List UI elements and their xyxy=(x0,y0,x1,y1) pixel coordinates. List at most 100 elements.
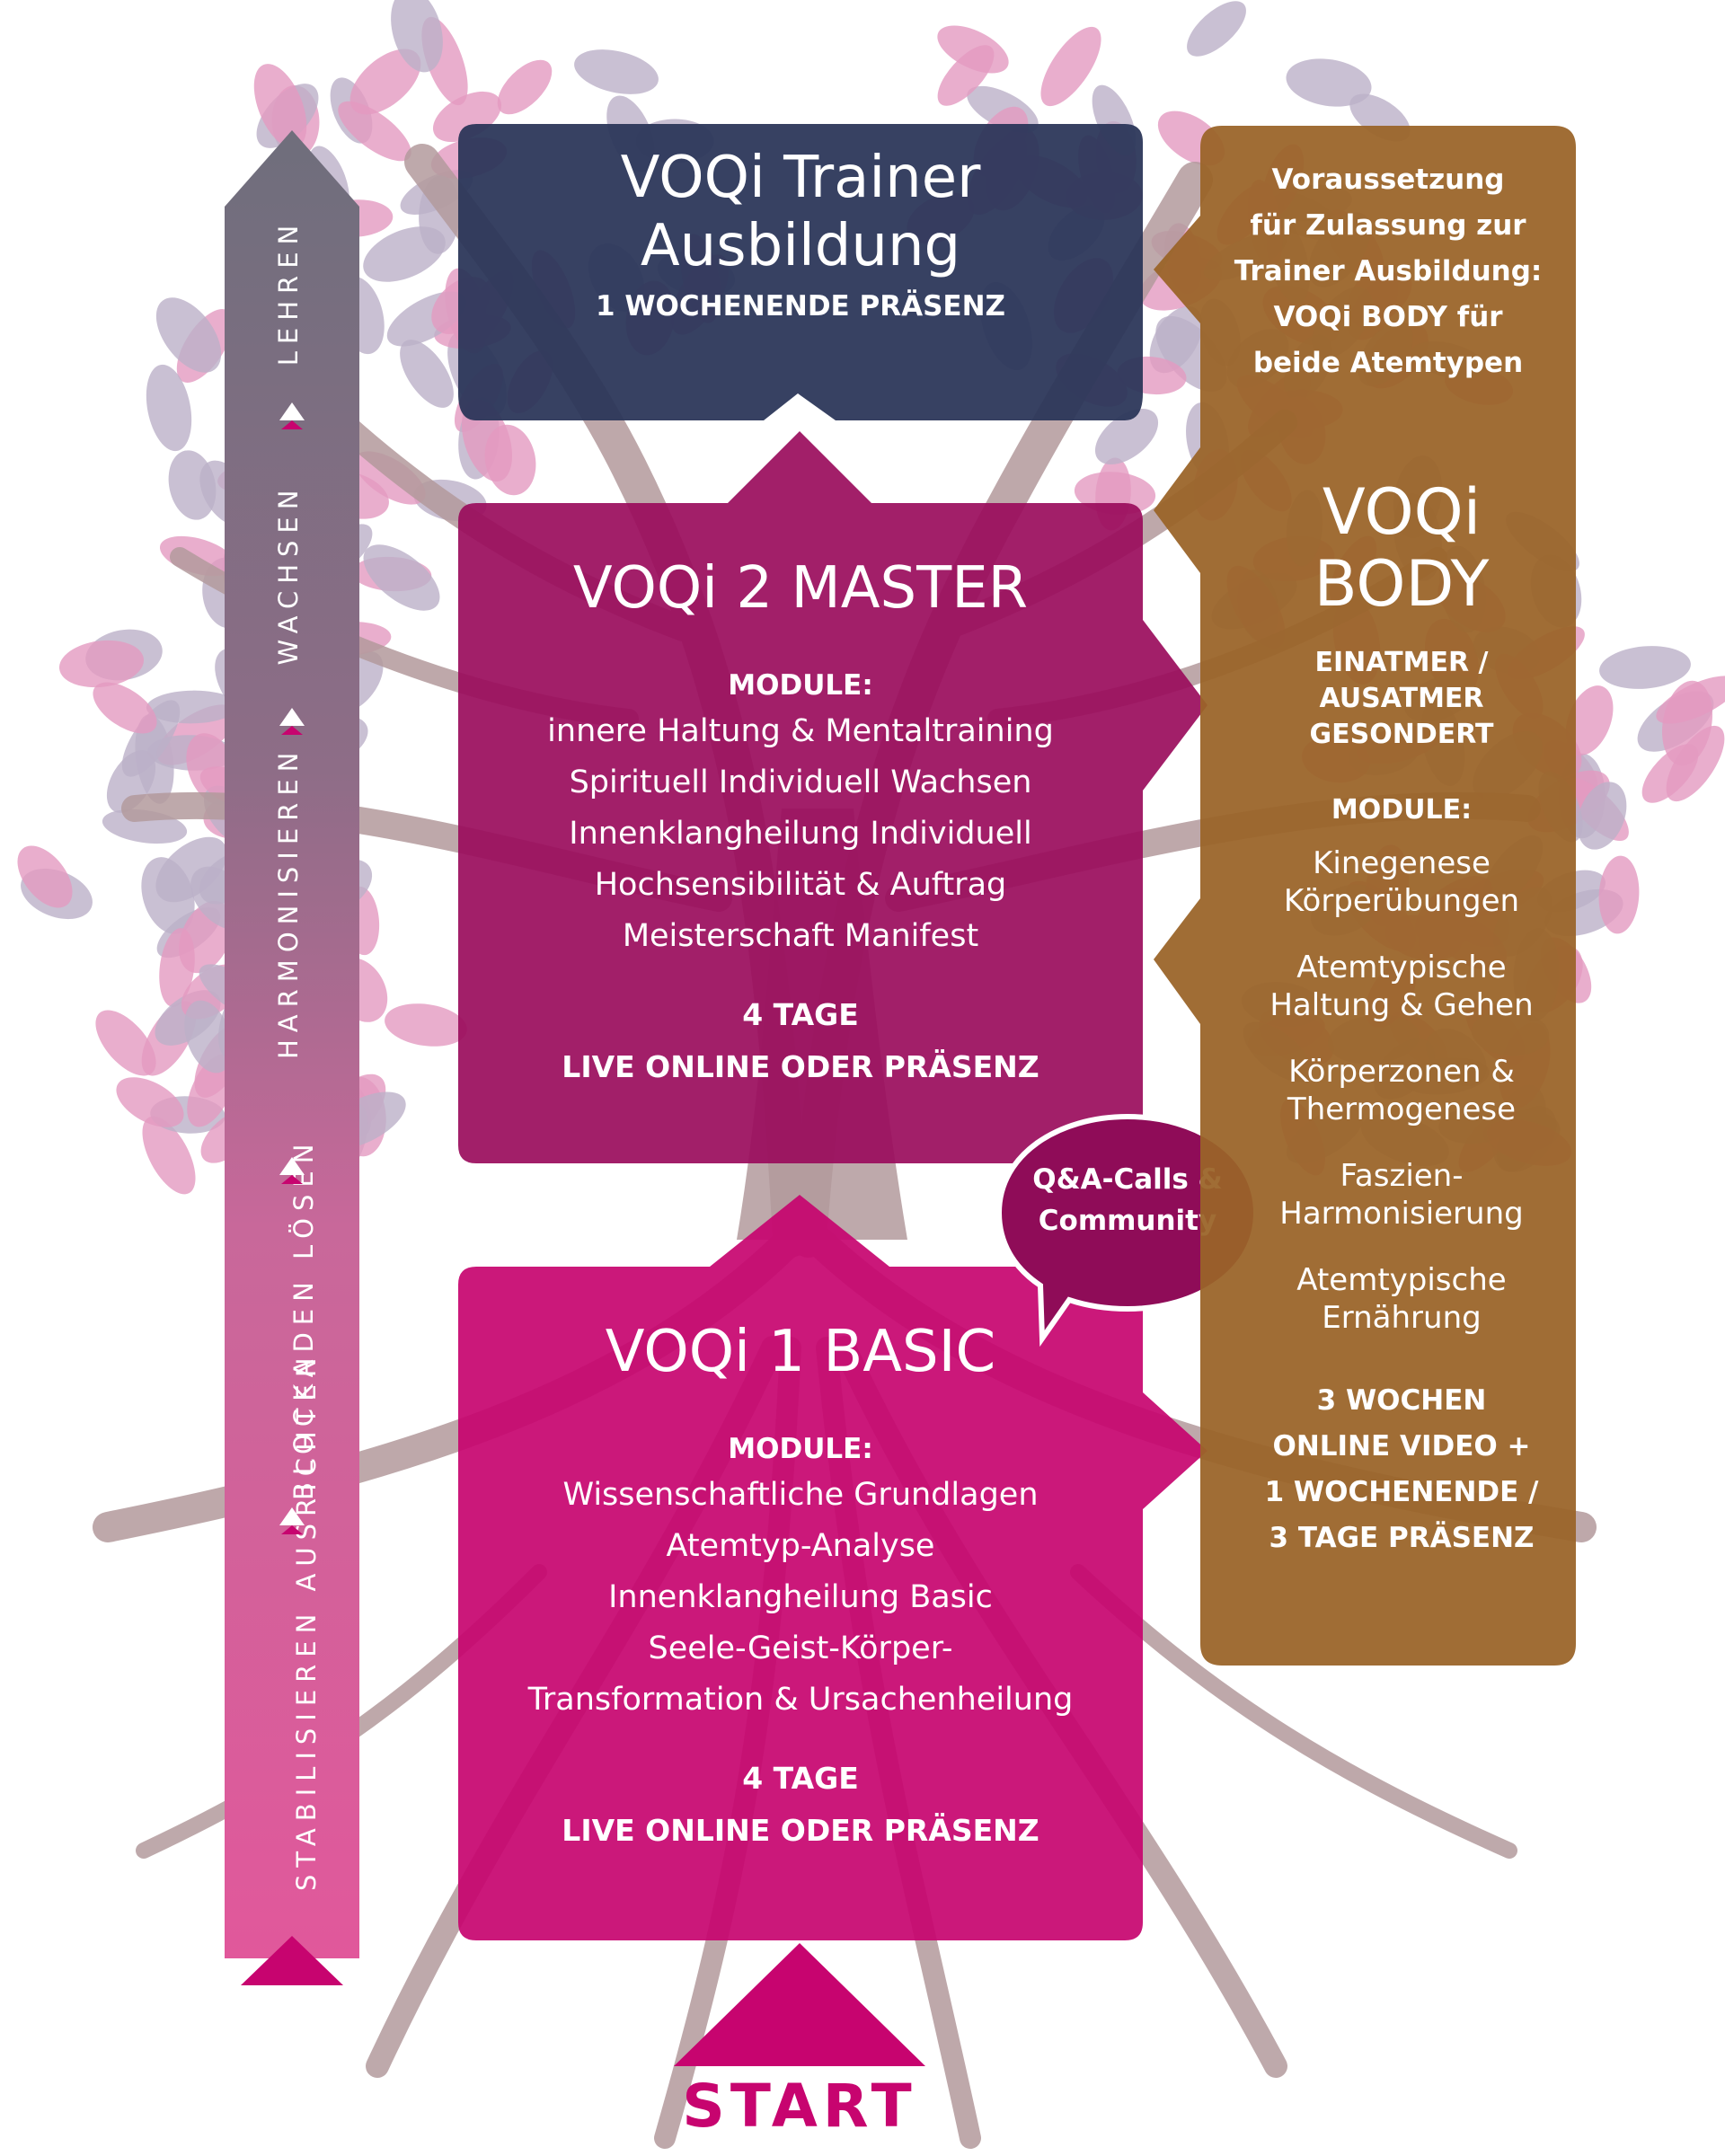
leaf-icon xyxy=(1577,782,1627,850)
body-module-line: Harmonisierung xyxy=(1279,1196,1524,1232)
body-modules-label: MODULE: xyxy=(1331,794,1473,826)
leaf-icon xyxy=(484,424,536,496)
body-format-line: 3 TAGE PRÄSENZ xyxy=(1269,1522,1535,1554)
leaf-icon xyxy=(363,226,446,282)
trainer-subtitle: 1 WOCHENENDE PRÄSENZ xyxy=(595,290,1006,323)
leaf-icon xyxy=(1599,646,1691,689)
basic-module: Innenklangheilung Basic xyxy=(608,1579,993,1615)
leaf-icon xyxy=(187,1054,235,1127)
body-format-line: 1 WOCHENENDE / xyxy=(1264,1476,1539,1508)
leaf-icon xyxy=(349,49,421,115)
body-card: VOQi BODY EINATMER / AUSATMER GESONDERT … xyxy=(1200,476,1603,1561)
master-module: Hochsensibilität & Auftrag xyxy=(594,867,1007,903)
basic-title: VOQi 1 BASIC xyxy=(605,1319,996,1385)
master-duration: 4 TAGE xyxy=(742,997,859,1032)
leaf-icon xyxy=(1094,409,1159,464)
basic-format: LIVE ONLINE ODER PRÄSENZ xyxy=(562,1813,1039,1848)
leaf-icon xyxy=(155,297,222,373)
body-module-line: Ernährung xyxy=(1322,1300,1482,1336)
leaf-icon xyxy=(1040,26,1101,107)
master-card-shape xyxy=(458,431,1208,1163)
body-prereq: Voraussetzung für Zulassung zur Trainer … xyxy=(1200,157,1576,386)
body-title-line2: BODY xyxy=(1314,547,1490,621)
body-format: 3 WOCHEN ONLINE VIDEO + 1 WOCHENENDE / 3… xyxy=(1200,1378,1603,1561)
leaf-icon xyxy=(141,857,195,934)
body-note-line: AUSATMER xyxy=(1319,683,1484,714)
master-modules-label: MODULE: xyxy=(728,669,873,702)
master-module: Meisterschaft Manifest xyxy=(622,918,979,954)
basic-module: Atemtyp-Analyse xyxy=(666,1528,935,1564)
master-title: VOQi 2 MASTER xyxy=(572,555,1029,622)
basic-module: Wissenschaftliche Grundlagen xyxy=(562,1477,1039,1513)
master-module: Spirituell Individuell Wachsen xyxy=(569,764,1032,800)
body-format-line: ONLINE VIDEO + xyxy=(1272,1430,1531,1462)
basic-card-shape xyxy=(458,1195,1208,1940)
body-module-line: Thermogenese xyxy=(1287,1091,1517,1127)
master-format: LIVE ONLINE ODER PRÄSENZ xyxy=(562,1049,1039,1084)
leaf-icon xyxy=(1187,1,1246,57)
qa-bubble: Q&A-Calls & Community xyxy=(999,1159,1256,1241)
leaf-icon xyxy=(400,340,454,408)
leaf-icon xyxy=(937,45,995,106)
leaf-icon xyxy=(58,640,145,688)
body-module: Atemtypische Haltung & Gehen xyxy=(1200,949,1603,1024)
body-format-line: 3 WOCHEN xyxy=(1316,1384,1487,1417)
body-module: Atemtypische Ernährung xyxy=(1200,1261,1603,1337)
triangle-up-icon xyxy=(279,402,305,429)
stage-separator-icons xyxy=(279,402,305,1534)
basic-module: Seele-Geist-Körper- xyxy=(648,1630,953,1666)
body-prereq-line: Trainer Ausbildung: xyxy=(1234,255,1543,287)
leaf-icon xyxy=(1656,676,1725,724)
body-note-line: EINATMER / xyxy=(1314,647,1489,678)
leaf-icon xyxy=(385,1003,467,1047)
body-module-line: Atemtypische xyxy=(1296,1262,1507,1298)
leaf-icon xyxy=(1666,725,1725,802)
body-module-line: Körperübungen xyxy=(1283,883,1520,919)
basic-module: Transformation & Ursachenheilung xyxy=(527,1682,1074,1718)
leaf-icon xyxy=(338,101,411,162)
body-module-line: Haltung & Gehen xyxy=(1269,987,1534,1023)
stage-lehren-label: LEHREN xyxy=(273,217,304,367)
progress-arrow xyxy=(225,130,359,1985)
triangle-up-icon xyxy=(279,1507,305,1534)
basic-duration: 4 TAGE xyxy=(742,1761,859,1796)
qa-line1: Q&A-Calls & xyxy=(1032,1163,1223,1196)
body-module-line: Kinegenese xyxy=(1313,845,1491,881)
start-arrow-icon xyxy=(674,1943,925,2066)
master-module: Innenklangheilung Individuell xyxy=(569,816,1032,852)
leaf-icon xyxy=(121,700,181,777)
leaf-icon xyxy=(574,49,659,94)
body-module: Kinegenese Körperübungen xyxy=(1200,844,1603,920)
leaf-icon xyxy=(142,1116,196,1195)
trainer-title-line2: Ausbildung xyxy=(640,213,961,279)
leaf-icon xyxy=(184,1000,233,1074)
leaf-icon xyxy=(1286,58,1372,107)
leaf-icon xyxy=(95,1010,156,1076)
master-module: innere Haltung & Mentaltraining xyxy=(547,713,1054,749)
stage-lehren: LEHREN xyxy=(269,207,308,377)
leaf-icon xyxy=(497,59,553,115)
triangle-up-icon xyxy=(279,708,305,735)
body-module: Körperzonen & Thermogenese xyxy=(1200,1053,1603,1128)
body-module-line: Faszien- xyxy=(1340,1158,1464,1194)
trainer-title-line1: VOQi Trainer xyxy=(620,145,981,211)
leaf-icon xyxy=(116,1077,184,1127)
body-prereq-line: VOQi BODY für xyxy=(1273,301,1503,333)
trainer-card-shape xyxy=(458,124,1143,420)
leaf-icon xyxy=(1149,305,1203,374)
start-label: START xyxy=(682,2072,917,2141)
leaf-icon xyxy=(17,845,73,908)
body-module: Faszien- Harmonisierung xyxy=(1200,1157,1603,1233)
leaf-icon xyxy=(159,928,195,1007)
leaf-icon xyxy=(391,0,443,73)
trainer-card: VOQi Trainer Ausbildung 1 WOCHENENDE PRÄ… xyxy=(458,144,1143,368)
body-title-line1: VOQi xyxy=(1322,475,1482,549)
body-card-shape xyxy=(1154,126,1576,1666)
body-prereq-line: Voraussetzung xyxy=(1271,163,1505,196)
leaf-icon xyxy=(1598,855,1640,934)
body-note: EINATMER / AUSATMER GESONDERT xyxy=(1200,645,1603,753)
triangle-up-icon xyxy=(279,1157,305,1184)
basic-card: VOQi 1 BASIC MODULE: Wissenschaftliche G… xyxy=(458,1312,1143,1857)
master-card: VOQi 2 MASTER MODULE: innere Haltung & M… xyxy=(458,548,1143,1093)
basic-modules-label: MODULE: xyxy=(728,1433,873,1465)
